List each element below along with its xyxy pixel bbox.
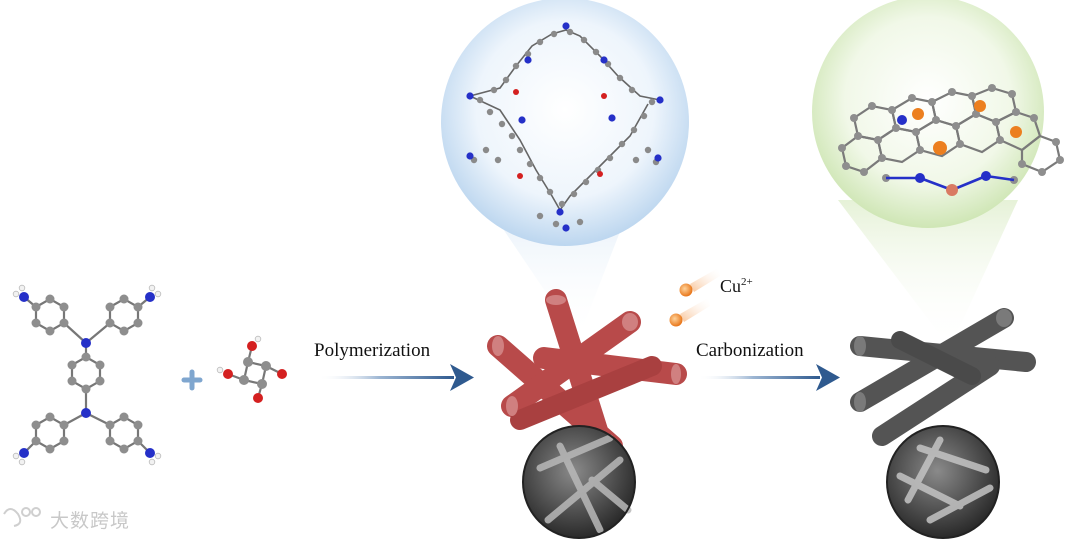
plus-icon <box>181 369 203 391</box>
polymerization-label: Polymerization <box>314 340 431 361</box>
framework-atoms <box>466 22 664 232</box>
polymer-sem-image-icon <box>522 425 636 539</box>
monomer-atoms <box>12 284 162 466</box>
graphitic-carbon-sheet-molecule <box>838 84 1064 196</box>
cu-element-symbol: Cu <box>720 276 742 296</box>
watermark-label: 大数跨境 <box>50 510 131 532</box>
carbon-sem-image-icon <box>886 425 1000 539</box>
tetraamine-monomer-molecule <box>23 296 151 454</box>
carbon-sheet-zoom <box>812 0 1044 348</box>
polymer-framework-zoom <box>441 0 689 340</box>
carbonization-label: Carbonization <box>696 340 804 361</box>
polymerization-arrow-icon <box>318 364 474 391</box>
cu-ion-label: Cu2+ <box>720 276 753 297</box>
cu-ion-icon <box>669 268 720 327</box>
cu-charge: 2+ <box>741 276 753 288</box>
carbon-nanorods <box>850 308 1036 446</box>
watermark-logo-icon <box>3 507 41 527</box>
watermark-text: 大数跨境 <box>12 506 130 533</box>
carbonization-arrow-icon <box>698 364 840 391</box>
squaric-acid-molecule <box>216 335 287 403</box>
